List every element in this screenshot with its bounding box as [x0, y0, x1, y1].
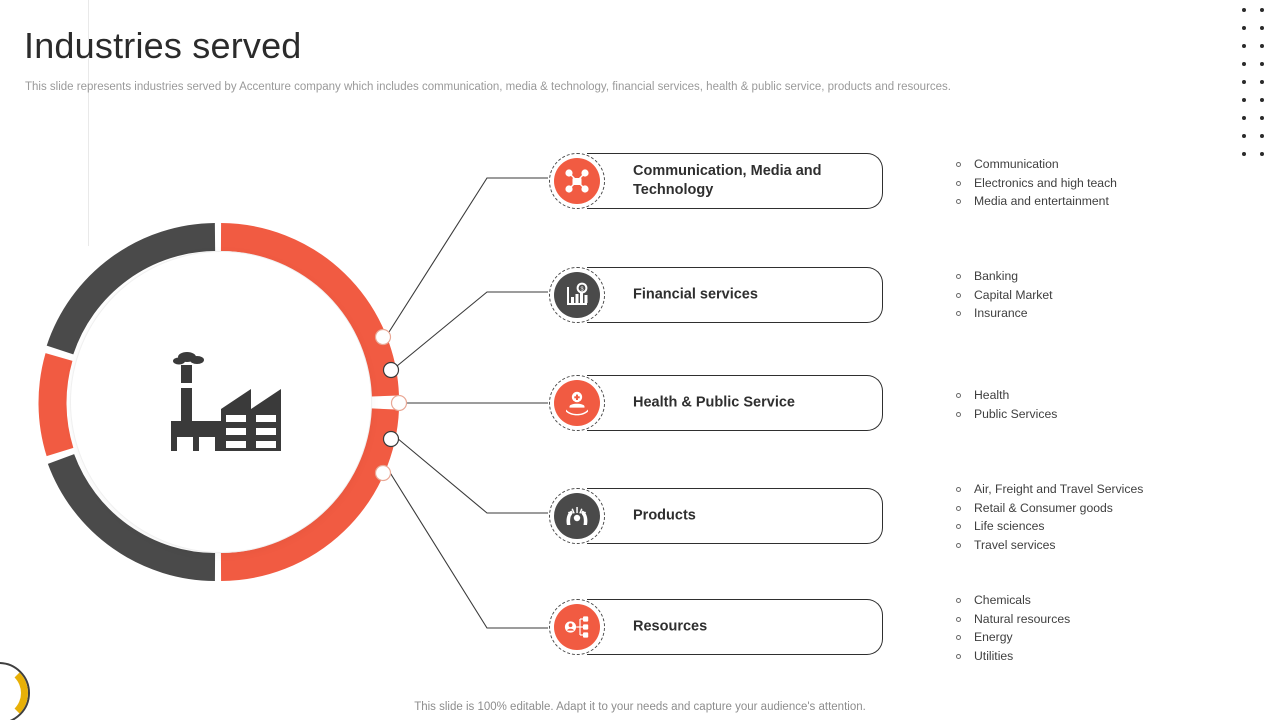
bullet-list-financial: Banking Capital Market Insurance: [952, 267, 1252, 323]
list-item: Energy: [952, 628, 1252, 647]
page-subtitle: This slide represents industries served …: [25, 81, 951, 93]
card-body: [587, 267, 883, 323]
hands-product-icon: [566, 507, 588, 525]
list-item: Media and entertainment: [952, 192, 1252, 211]
badge-ring: [549, 488, 605, 544]
list-item: Chemicals: [952, 591, 1252, 610]
badge-ring: $: [549, 267, 605, 323]
bullet-list-products: Air, Freight and Travel Services Retail …: [952, 480, 1252, 555]
list-item: Capital Market: [952, 286, 1252, 305]
industry-card-communication[interactable]: Communication, Media and Technology: [549, 153, 883, 209]
card-body: [587, 375, 883, 431]
industry-card-financial[interactable]: $ Financial services: [549, 267, 883, 323]
card-body: [587, 488, 883, 544]
list-item: Utilities: [952, 647, 1252, 666]
card-title: Financial services: [633, 286, 758, 303]
resources-network-icon: [564, 616, 589, 638]
badge-ring: [549, 599, 605, 655]
svg-text:$: $: [580, 287, 584, 293]
list-item: Life sciences: [952, 517, 1252, 536]
gear-icon: $: [576, 282, 588, 294]
list-item: Public Services: [952, 405, 1252, 424]
bottom-left-gold-arc: [0, 664, 28, 720]
industry-card-products[interactable]: Products: [549, 488, 883, 544]
list-item: Natural resources: [952, 610, 1252, 629]
card-title: Products: [633, 507, 696, 524]
factory-icon: [171, 352, 281, 451]
badge-disc: [554, 158, 600, 204]
list-item: Communication: [952, 155, 1252, 174]
connector-node-5: [374, 464, 392, 482]
badge-ring: [549, 375, 605, 431]
connector-node-1: [374, 328, 392, 346]
badge-disc: $: [554, 272, 600, 318]
page-title: Industries served: [24, 25, 302, 66]
card-body: [587, 153, 883, 209]
network-nodes-icon: [565, 169, 589, 193]
list-item: Retail & Consumer goods: [952, 499, 1252, 518]
center-donut-graphic: [38, 219, 404, 585]
industry-card-health[interactable]: Health & Public Service: [549, 375, 883, 431]
connector-node-4: [382, 430, 400, 448]
card-title: Communication, Media and Technology: [633, 163, 822, 198]
bar-chart-gear-icon: $: [567, 282, 588, 305]
list-item: Health: [952, 386, 1252, 405]
card-title: Health & Public Service: [633, 394, 795, 411]
bullet-list-resources: Chemicals Natural resources Energy Utili…: [952, 591, 1252, 666]
footer-note: This slide is 100% editable. Adapt it to…: [414, 701, 866, 713]
donut-segments: [38, 223, 399, 581]
badge-disc: [554, 493, 600, 539]
hand-health-icon: [566, 391, 588, 416]
badge-ring: [549, 153, 605, 209]
card-body: [587, 599, 883, 655]
connector-node-2: [382, 361, 400, 379]
list-item: Insurance: [952, 304, 1252, 323]
list-item: Travel services: [952, 536, 1252, 555]
vertical-divider: [88, 0, 89, 246]
list-item: Electronics and high teach: [952, 174, 1252, 193]
industry-card-resources[interactable]: Resources: [549, 599, 883, 655]
connector-node-3: [390, 394, 408, 412]
badge-disc: [554, 604, 600, 650]
card-title: Resources: [633, 618, 708, 635]
donut-inner-ring: [71, 252, 371, 552]
bullet-list-communication: Communication Electronics and high teach…: [952, 155, 1252, 211]
list-item: Air, Freight and Travel Services: [952, 480, 1252, 499]
bullet-list-health: Health Public Services: [952, 386, 1252, 423]
dot-grid-decoration: [1242, 8, 1264, 156]
badge-disc: [554, 380, 600, 426]
list-item: Banking: [952, 267, 1252, 286]
